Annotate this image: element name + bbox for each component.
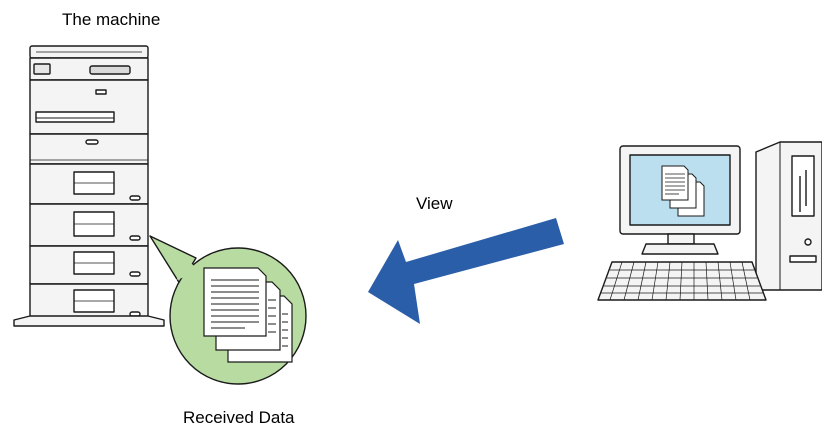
screen-document-icon [661, 165, 705, 217]
desktop-computer-icon [597, 141, 822, 301]
machine-label: The machine [62, 10, 161, 29]
document-stack-icon [203, 267, 293, 363]
arrow-left-icon [368, 218, 564, 324]
view-label: View [416, 194, 453, 213]
multifunction-printer-icon [13, 45, 165, 327]
received-data-label: Received Data [183, 408, 295, 427]
